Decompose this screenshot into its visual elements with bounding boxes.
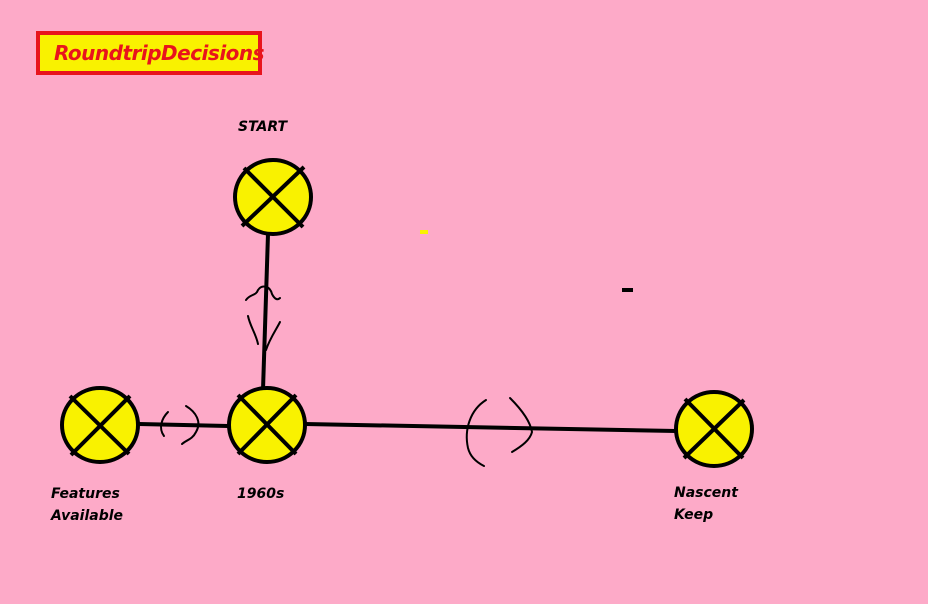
title-banner: RoundtripDecisions (36, 31, 265, 75)
node-label-nascent-line1: Nascent (674, 485, 738, 501)
node-features-available[interactable] (60, 386, 140, 464)
node-1960s[interactable] (227, 386, 307, 464)
crossed-circle-icon (60, 386, 140, 464)
path-1960s-to-nascent (303, 422, 678, 433)
node-start[interactable] (233, 158, 313, 236)
crossed-circle-icon (227, 386, 307, 464)
node-label-nascent-line2: Keep (674, 507, 714, 523)
node-label-features-line2: Available (51, 508, 124, 524)
crossed-circle-icon (674, 390, 754, 468)
node-nascent-keep[interactable] (674, 390, 754, 468)
node-label-features-available: Features Available (51, 483, 123, 527)
path-features-to-1960s (137, 422, 230, 428)
node-label-features-line1: Features (51, 486, 120, 502)
path-start-to-1960s (261, 232, 270, 392)
node-label-start-text: START (238, 119, 288, 135)
node-label-nascent-keep: Nascent Keep (674, 482, 738, 526)
stray-black-mark (622, 288, 633, 292)
squiggle-path-icon (160, 285, 534, 467)
crossed-circle-icon (233, 158, 313, 236)
node-label-1960s-text: 1960s (237, 486, 285, 502)
stray-yellow-mark (420, 230, 428, 234)
node-label-1960s: 1960s (237, 483, 284, 505)
game-title: RoundtripDecisions (54, 41, 265, 65)
node-label-start: START (238, 116, 287, 138)
